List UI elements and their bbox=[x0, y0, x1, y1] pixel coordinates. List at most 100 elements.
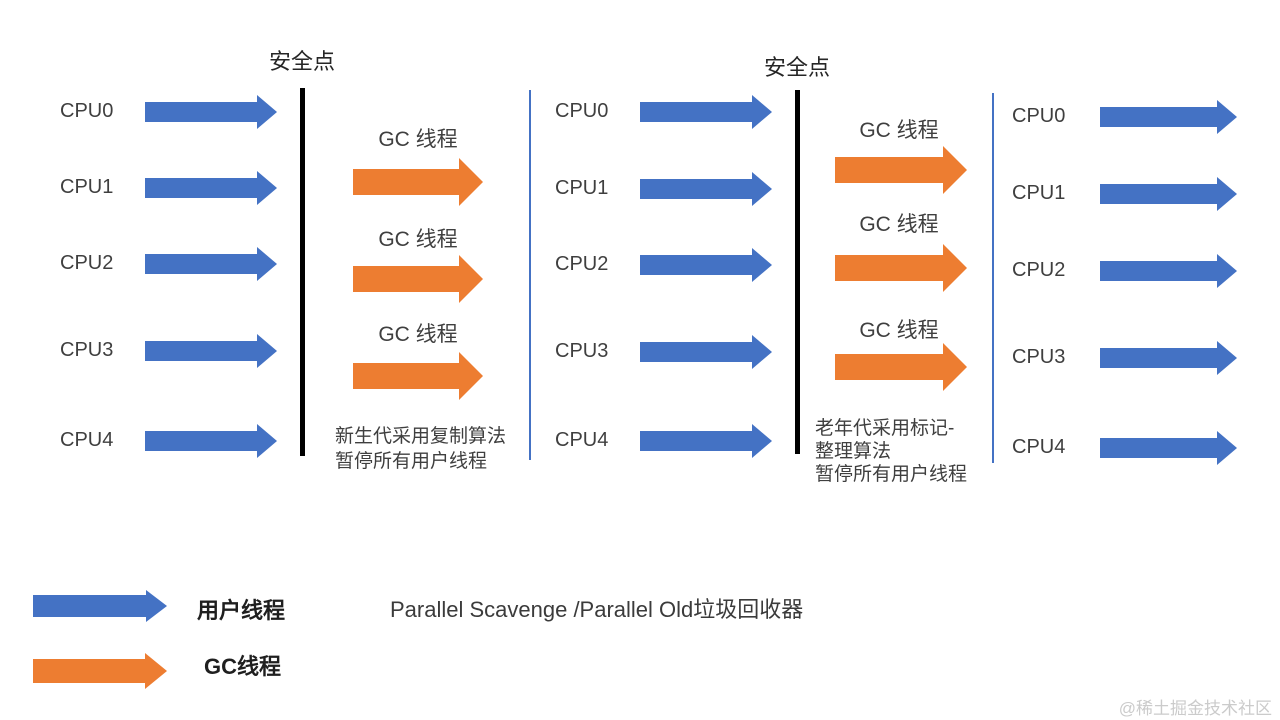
arrow-head bbox=[1217, 177, 1237, 211]
note-old-gen: 老年代采用标记- 整理算法 暂停所有用户线程 bbox=[815, 417, 967, 486]
cpu-label: CPU3 bbox=[1012, 346, 1066, 368]
arrow-head bbox=[257, 247, 277, 281]
legend-label-user-thread: 用户线程 bbox=[197, 598, 286, 623]
arrow-shaft bbox=[640, 102, 752, 122]
cpu-label: CPU0 bbox=[60, 100, 114, 122]
arrow-shaft bbox=[640, 342, 752, 362]
arrow-shaft bbox=[640, 179, 752, 199]
user-thread-arrow bbox=[640, 335, 772, 369]
arrow-shaft bbox=[1100, 438, 1217, 458]
arrow-shaft bbox=[835, 157, 943, 183]
cpu-label: CPU4 bbox=[60, 429, 114, 451]
arrow-head bbox=[752, 95, 772, 129]
legend-gc-thread-arrow bbox=[33, 653, 167, 689]
diagram-title: Parallel Scavenge /Parallel Old垃圾回收器 bbox=[390, 597, 804, 622]
cpu-label: CPU1 bbox=[60, 176, 114, 198]
cpu-label: CPU4 bbox=[555, 429, 609, 451]
user-thread-arrow bbox=[1100, 431, 1237, 465]
cpu-label: CPU4 bbox=[1012, 436, 1066, 458]
gc-thread-arrow bbox=[835, 146, 967, 194]
safepoint-line-old bbox=[795, 90, 800, 454]
note-line: 整理算法 bbox=[815, 441, 892, 462]
arrow-head bbox=[752, 424, 772, 458]
safepoint-label-old: 安全点 bbox=[763, 55, 830, 80]
gc-thread-label: GC 线程 bbox=[859, 319, 939, 342]
legend-label-gc-thread: GC线程 bbox=[204, 654, 282, 679]
note-line: 暂停所有用户线程 bbox=[335, 451, 488, 472]
arrow-shaft bbox=[145, 178, 257, 198]
cpu-label: CPU1 bbox=[1012, 182, 1066, 204]
cpu-label: CPU2 bbox=[1012, 259, 1066, 281]
user-thread-arrow bbox=[1100, 341, 1237, 375]
arrow-shaft bbox=[145, 254, 257, 274]
arrow-shaft bbox=[835, 354, 943, 380]
arrow-head bbox=[943, 146, 967, 194]
user-thread-arrow bbox=[640, 95, 772, 129]
arrow-head bbox=[257, 424, 277, 458]
gc-thread-label: GC 线程 bbox=[378, 228, 458, 251]
user-thread-arrow bbox=[640, 424, 772, 458]
cpu-label: CPU2 bbox=[555, 253, 609, 275]
arrow-head bbox=[943, 343, 967, 391]
cpu-label: CPU0 bbox=[1012, 105, 1066, 127]
user-thread-arrow bbox=[145, 334, 277, 368]
arrow-shaft bbox=[353, 363, 459, 389]
gc-thread-arrow bbox=[353, 352, 483, 400]
arrow-head bbox=[146, 590, 167, 622]
gc-thread-label: GC 线程 bbox=[859, 119, 939, 142]
gc-thread-label: GC 线程 bbox=[859, 213, 939, 236]
gc-thread-arrow bbox=[835, 244, 967, 292]
gc-thread-arrow bbox=[353, 158, 483, 206]
arrow-head bbox=[1217, 341, 1237, 375]
watermark: @稀土掘金技术社区 bbox=[1118, 699, 1272, 718]
user-thread-arrow bbox=[1100, 100, 1237, 134]
user-thread-arrow bbox=[640, 248, 772, 282]
gc-thread-arrow bbox=[835, 343, 967, 391]
arrow-head bbox=[459, 158, 483, 206]
cpu-label: CPU0 bbox=[555, 100, 609, 122]
gc-thread-label: GC 线程 bbox=[378, 323, 458, 346]
arrow-shaft bbox=[145, 341, 257, 361]
cpu-label: CPU2 bbox=[60, 252, 114, 274]
safepoint-line-young bbox=[300, 88, 305, 456]
arrow-shaft bbox=[1100, 184, 1217, 204]
safepoint-label-young: 安全点 bbox=[268, 49, 335, 74]
gc-thread-label: GC 线程 bbox=[378, 128, 458, 151]
arrow-shaft bbox=[353, 266, 459, 292]
gc-thread-arrow bbox=[353, 255, 483, 303]
arrow-shaft bbox=[145, 431, 257, 451]
arrow-head bbox=[752, 248, 772, 282]
arrow-head bbox=[1217, 254, 1237, 288]
user-thread-arrow bbox=[145, 247, 277, 281]
arrow-head bbox=[1217, 100, 1237, 134]
user-thread-arrow bbox=[145, 424, 277, 458]
arrow-head bbox=[752, 335, 772, 369]
cpu-label: CPU3 bbox=[60, 339, 114, 361]
arrow-head bbox=[257, 171, 277, 205]
arrow-shaft bbox=[1100, 107, 1217, 127]
note-young-gen: 新生代采用复制算法 暂停所有用户线程 bbox=[335, 424, 506, 474]
user-thread-arrow bbox=[1100, 254, 1237, 288]
user-thread-arrow bbox=[145, 171, 277, 205]
arrow-shaft bbox=[835, 255, 943, 281]
section-separator-right bbox=[992, 93, 994, 463]
arrow-head bbox=[145, 653, 167, 689]
arrow-shaft bbox=[1100, 261, 1217, 281]
section-separator-middle bbox=[529, 90, 531, 460]
user-thread-arrow bbox=[145, 95, 277, 129]
arrow-shaft bbox=[353, 169, 459, 195]
user-thread-arrow bbox=[640, 172, 772, 206]
arrow-head bbox=[1217, 431, 1237, 465]
note-line: 暂停所有用户线程 bbox=[815, 464, 968, 485]
cpu-label: CPU3 bbox=[555, 340, 609, 362]
arrow-shaft bbox=[640, 431, 752, 451]
arrow-head bbox=[257, 334, 277, 368]
note-line: 老年代采用标记- bbox=[815, 418, 955, 439]
arrow-shaft bbox=[33, 595, 146, 617]
arrow-head bbox=[257, 95, 277, 129]
arrow-shaft bbox=[1100, 348, 1217, 368]
arrow-head bbox=[752, 172, 772, 206]
arrow-shaft bbox=[145, 102, 257, 122]
note-line: 新生代采用复制算法 bbox=[335, 426, 507, 447]
